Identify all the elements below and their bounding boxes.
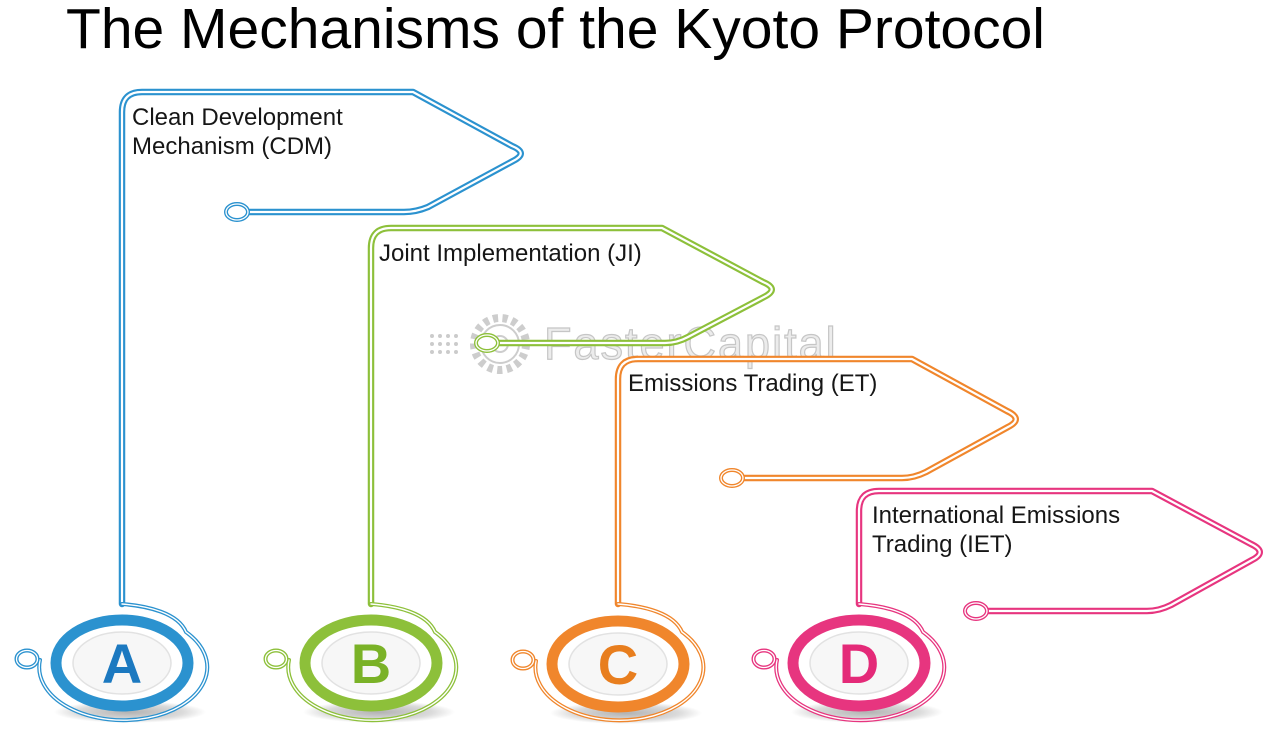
label-clean-development-mechanism: Clean Development Mechanism (CDM): [132, 104, 343, 160]
tail-ring-a-inner: [225, 203, 249, 221]
callout-arrow-a: [118, 88, 524, 608]
label-joint-implementation: Joint Implementation (JI): [379, 240, 642, 267]
mechanism-b: B: [263, 224, 775, 723]
node-swirl-a-inner: [38, 603, 208, 721]
label-emissions-trading: Emissions Trading (ET): [628, 370, 878, 397]
page-title: The Mechanisms of the Kyoto Protocol: [66, 0, 1045, 61]
swirl-ring-d-inner: [752, 649, 776, 669]
node-face-d: [809, 631, 909, 695]
node-letter-b: B: [351, 632, 391, 695]
mechanism-d: D: [751, 487, 1263, 723]
callout-arrow-d-inner: [857, 489, 1261, 613]
callout-arrow-c-inner: [616, 357, 1017, 606]
node-face-b: [321, 631, 421, 695]
node-ring-d: [787, 614, 931, 712]
tail-ring-d-inner: [964, 602, 988, 620]
callout-arrow-a-inner: [120, 90, 522, 606]
node-face-a: [72, 631, 172, 695]
swirl-ring-c-inner: [511, 650, 535, 670]
swirl-ring-a-inner: [15, 649, 39, 669]
node-letter-a: A: [102, 632, 142, 695]
callout-arrow-b: [367, 224, 775, 608]
node-ring-c: [546, 615, 690, 713]
tail-ring-c-inner: [720, 469, 744, 487]
node-swirl-c-inner: [534, 603, 705, 722]
node-swirl-b-inner: [287, 603, 457, 721]
node-ring-a: [50, 614, 194, 712]
tail-ring-b-inner: [475, 334, 499, 352]
swirl-ring-b-inner: [264, 649, 288, 669]
callout-arrow-b-inner: [369, 226, 773, 606]
node-ring-b: [299, 614, 443, 712]
mechanism-c: C: [510, 355, 1019, 724]
label-international-emissions-trading: International Emissions Trading (IET): [872, 502, 1121, 558]
node-letter-d: D: [839, 632, 879, 695]
node-letter-c: C: [598, 633, 638, 696]
mechanism-a: A: [14, 88, 524, 723]
node-face-c: [568, 632, 668, 696]
node-swirl-d-inner: [775, 603, 945, 721]
